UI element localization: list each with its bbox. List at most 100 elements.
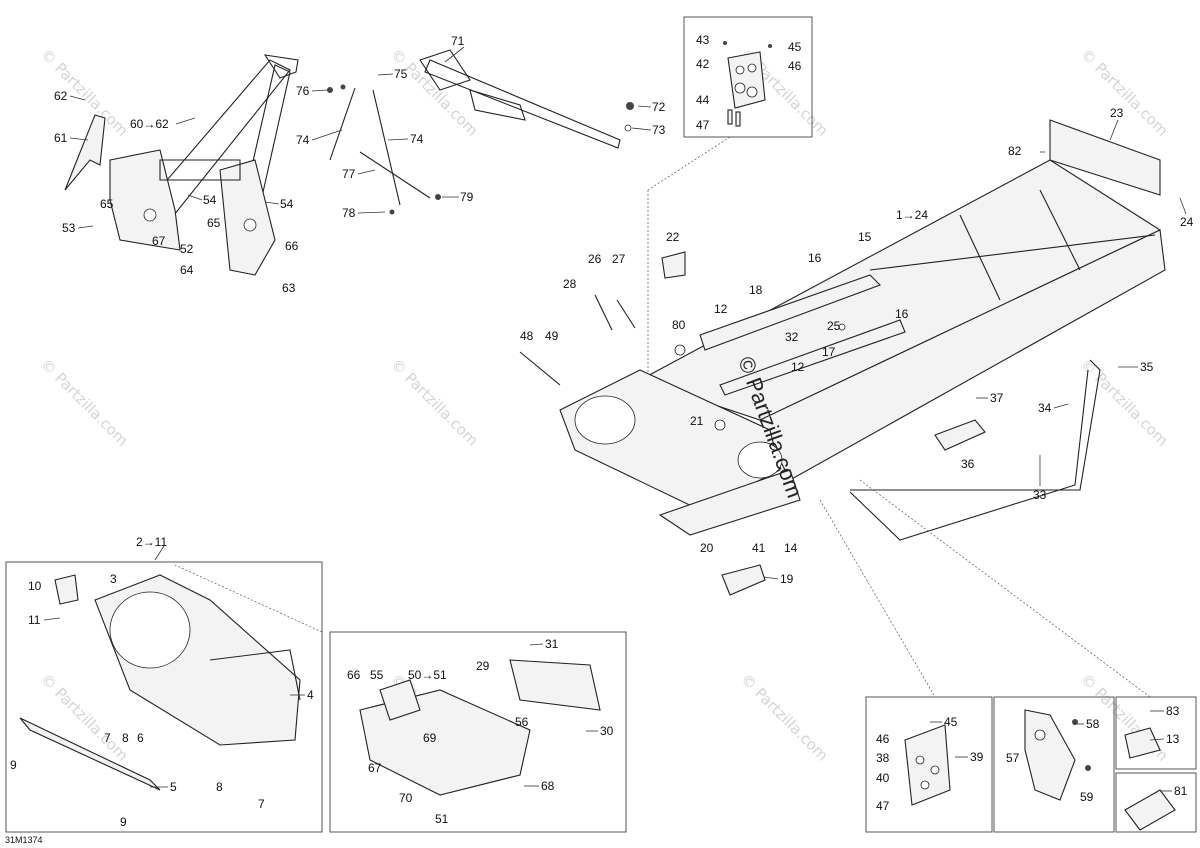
callout-65: 65 <box>207 216 221 230</box>
callout-74: 74 <box>410 132 424 146</box>
callout-58: 58 <box>1086 717 1100 731</box>
callout-19: 19 <box>780 572 794 586</box>
skid-plate-assembly <box>359 659 601 796</box>
callout-53: 53 <box>62 221 76 235</box>
callout-50-51: 50→51 <box>408 668 447 682</box>
callout-6: 6 <box>137 731 144 745</box>
callout-64: 64 <box>180 263 194 277</box>
callout-66: 66 <box>347 668 361 682</box>
callout-46: 46 <box>876 732 890 746</box>
box-leader <box>859 479 1151 698</box>
watermark: © Partzilla.com <box>737 670 832 765</box>
callout-71: 71 <box>451 34 465 48</box>
callout-16: 16 <box>808 251 822 265</box>
support-rods <box>327 84 441 215</box>
callout-30: 30 <box>600 724 614 738</box>
rear-bracket-assembly <box>904 724 951 806</box>
callout-77: 77 <box>342 167 356 181</box>
callout-9: 9 <box>10 758 17 772</box>
callout-46: 46 <box>788 59 802 73</box>
detail-box-bulkhead <box>5 561 323 833</box>
callout-39: 39 <box>970 750 984 764</box>
drawing-code: 31M1374 <box>5 835 43 845</box>
callout-78: 78 <box>342 206 356 220</box>
small-brackets <box>1124 727 1176 831</box>
callout-67: 67 <box>368 761 382 775</box>
pivot-bracket-assembly <box>1024 709 1091 801</box>
callout-80: 80 <box>672 318 686 332</box>
callout-22: 22 <box>666 230 680 244</box>
watermark: © Partzilla.com <box>1077 45 1172 140</box>
callout-74: 74 <box>296 133 310 147</box>
main-chassis <box>519 119 1166 596</box>
callout-2-11: 2→11 <box>136 535 167 549</box>
detail-box-front-bracket <box>683 16 813 138</box>
callout-33: 33 <box>1033 488 1047 502</box>
callout-45: 45 <box>788 40 802 54</box>
callout-38: 38 <box>876 751 890 765</box>
callout-40: 40 <box>876 771 890 785</box>
detail-box-pivot <box>993 696 1115 833</box>
box-leader <box>819 499 936 698</box>
callout-11: 11 <box>28 613 41 627</box>
detail-box-13 <box>1115 696 1197 770</box>
callout-57: 57 <box>1006 751 1020 765</box>
callout-8: 8 <box>216 780 223 794</box>
callout-34: 34 <box>1038 401 1052 415</box>
front-bracket-assembly <box>723 41 772 127</box>
callout-52: 52 <box>180 242 194 256</box>
callout-21: 21 <box>690 414 704 428</box>
detail-box-skid-plate <box>329 631 627 833</box>
callout-47: 47 <box>696 118 710 132</box>
steering-support <box>64 54 299 276</box>
callout-17: 17 <box>822 345 836 359</box>
callout-70: 70 <box>399 791 413 805</box>
callout-15: 15 <box>858 230 872 244</box>
callout-31: 31 <box>545 637 559 651</box>
callout-62: 62 <box>54 89 68 103</box>
callout-69: 69 <box>423 731 437 745</box>
watermark: © Partzilla.com <box>387 355 482 450</box>
callout-26: 26 <box>588 252 602 266</box>
callout-23: 23 <box>1110 106 1124 120</box>
callout-79: 79 <box>460 190 474 204</box>
detail-box-81 <box>1115 772 1197 833</box>
callout-54: 54 <box>203 193 217 207</box>
upper-column <box>419 49 634 149</box>
callout-73: 73 <box>652 123 666 137</box>
callout-7: 7 <box>258 797 265 811</box>
callout-14: 14 <box>784 541 798 555</box>
callout-10: 10 <box>28 579 42 593</box>
callout-51: 51 <box>435 812 449 826</box>
detail-boxes <box>5 16 1197 833</box>
callout-54: 54 <box>280 197 294 211</box>
box-leader <box>174 564 323 633</box>
callout-43: 43 <box>696 33 710 47</box>
callout-5: 5 <box>170 780 177 794</box>
callout-67: 67 <box>152 234 166 248</box>
callout-44: 44 <box>696 93 710 107</box>
callout-12: 12 <box>714 302 728 316</box>
callout-32: 32 <box>785 330 799 344</box>
callout-56: 56 <box>515 715 529 729</box>
callout-9: 9 <box>120 815 127 829</box>
callout-75: 75 <box>394 67 408 81</box>
callout-76: 76 <box>296 84 310 98</box>
callout-37: 37 <box>990 391 1004 405</box>
callout-47: 47 <box>876 799 890 813</box>
callout-36: 36 <box>961 457 975 471</box>
callout-68: 68 <box>541 779 555 793</box>
callout-41: 41 <box>752 541 766 555</box>
callout-55: 55 <box>370 668 384 682</box>
callout-63: 63 <box>282 281 296 295</box>
leader-lines <box>43 46 1187 792</box>
callout-66: 66 <box>285 239 299 253</box>
watermark: © Partzilla.com <box>37 45 132 140</box>
callout-83: 83 <box>1166 704 1180 718</box>
callout-65: 65 <box>100 197 114 211</box>
callout-81: 81 <box>1174 784 1188 798</box>
bulkhead-assembly <box>19 574 301 791</box>
callout-59: 59 <box>1080 790 1094 804</box>
callout-3: 3 <box>110 572 117 586</box>
